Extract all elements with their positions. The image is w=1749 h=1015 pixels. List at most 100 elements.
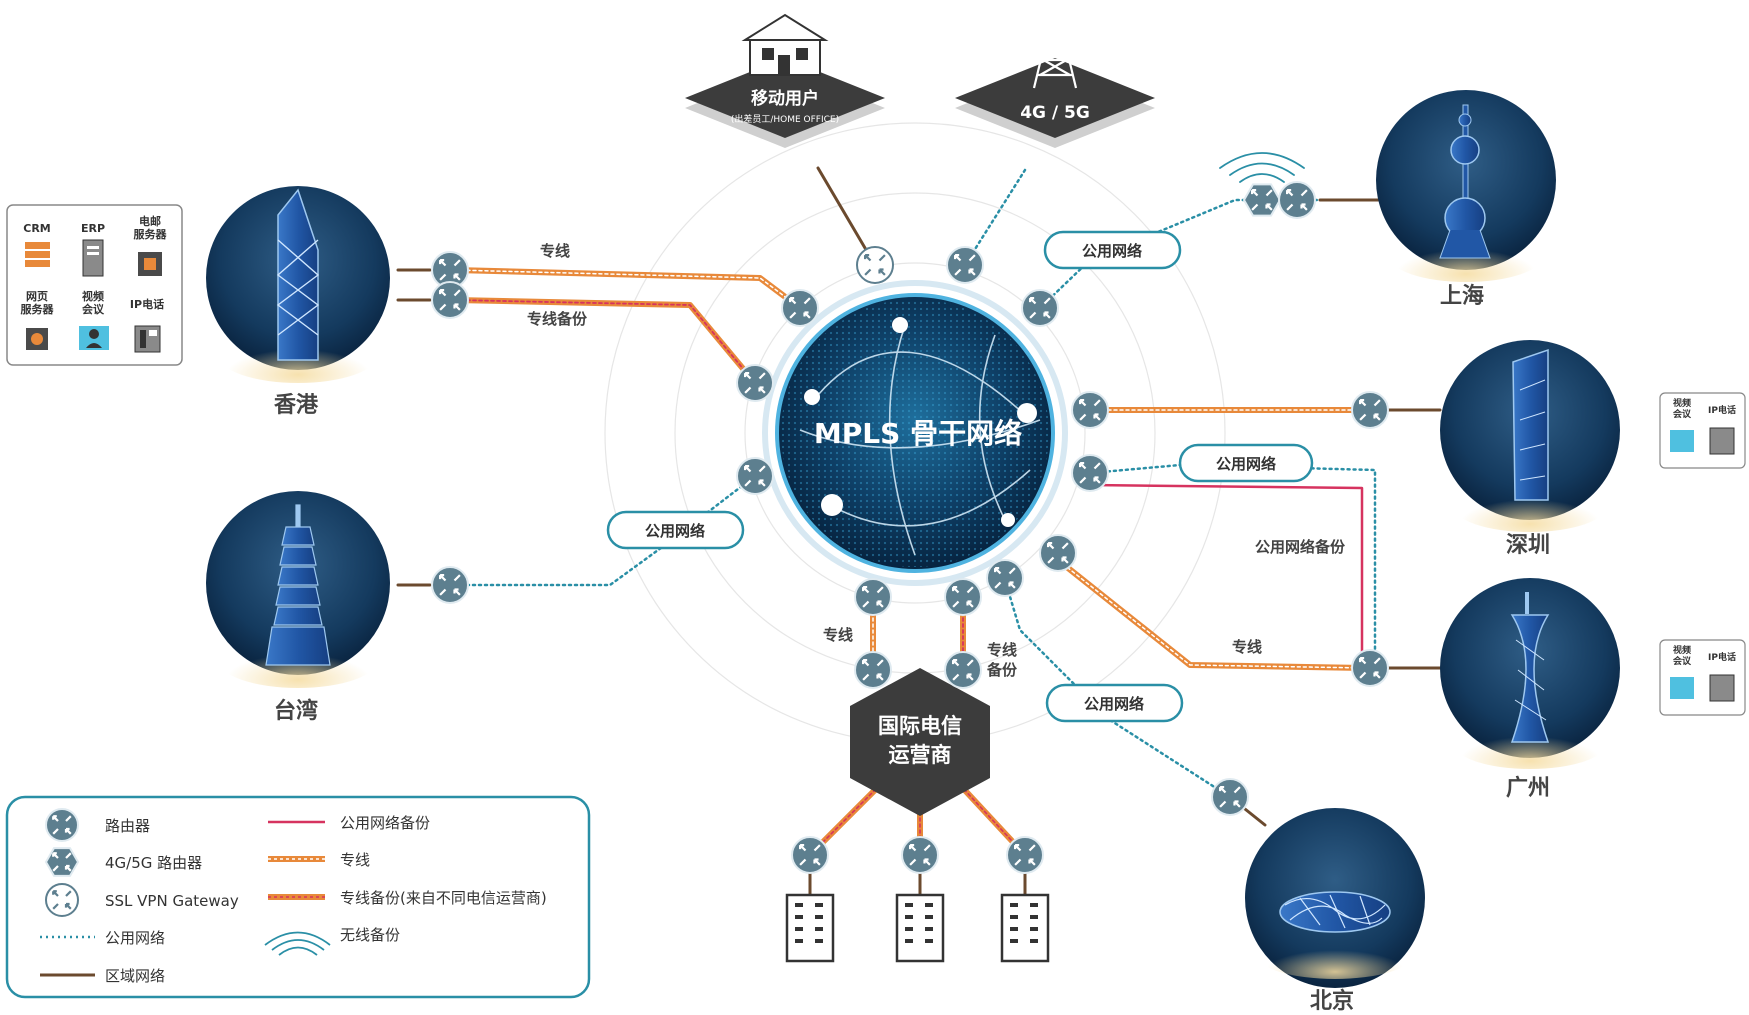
svc-web-label: 网页服务器 (21, 290, 55, 316)
public-net-pills: 公用网络 公用网络 公用网络 公用网络 (606, 230, 1314, 723)
label-backup-carrier: 专线备份 (986, 641, 1018, 679)
legend-router-4g5g: 4G/5G 路由器 (105, 854, 202, 872)
core-label: MPLS 骨干网络 (814, 417, 1022, 450)
svc-ipphone-label: IP电话 (130, 297, 164, 311)
ssl-vpn-gateway-icon (856, 246, 894, 284)
city-shanghai[interactable]: 上海 (1376, 90, 1556, 309)
label-hk-leased: 专线 (540, 242, 570, 260)
birds-nest-icon (1279, 891, 1391, 933)
taipei-101-icon (265, 504, 331, 666)
city-hongkong[interactable]: 香港 (206, 186, 390, 418)
city-label-taiwan: 台湾 (274, 698, 318, 724)
router-icon (736, 457, 774, 495)
svc-crm-label: CRM (23, 222, 51, 235)
svg-text:公用网络: 公用网络 (1084, 695, 1144, 713)
router-icon (431, 251, 469, 289)
city-taiwan[interactable]: 台湾 (206, 491, 390, 724)
router-icon (781, 289, 819, 327)
router-icon (1351, 391, 1389, 429)
mobile-users-title: 移动用户 (751, 88, 819, 109)
link-public-backup (1088, 483, 1364, 662)
legend-ssl-vpn: SSL VPN Gateway (105, 892, 239, 910)
legend-regional-net: 区域网络 (105, 967, 165, 985)
legend-leased: 专线 (340, 851, 370, 869)
hk-services-panel: CRM ERP 电邮服务器 网页服务器 视频会议 IP电话 (6, 204, 183, 366)
city-guangzhou[interactable]: 广州 (1440, 578, 1620, 801)
mpls-core[interactable]: MPLS 骨干网络 (762, 280, 1068, 586)
svg-text:公用网络: 公用网络 (645, 522, 705, 540)
building-icon (1000, 893, 1050, 963)
legend-wireless-backup: 无线备份 (340, 926, 400, 944)
city-label-beijing: 北京 (1310, 988, 1354, 1014)
mail-server-icon (138, 252, 162, 276)
link-4g-public (963, 168, 1027, 267)
link-hk-backup (452, 297, 758, 386)
svg-text:视频会议: 视频会议 (1673, 397, 1692, 420)
svc-erp-label: ERP (81, 222, 105, 235)
web-server-icon (26, 328, 48, 350)
pearl-tower-icon (1439, 104, 1491, 259)
router-icon (1071, 391, 1109, 429)
legend-router: 路由器 (105, 817, 150, 835)
router-icon (944, 578, 982, 616)
pill-public-shanghai: 公用网络 (1043, 230, 1182, 270)
office-buildings (785, 893, 1050, 963)
legend: 路由器 4G/5G 路由器 SSL VPN Gateway 公用网络 区域网络 … (5, 795, 591, 999)
router-icon (431, 566, 469, 604)
skyscraper-icon (1512, 348, 1549, 501)
city-label-shenzhen: 深圳 (1506, 533, 1550, 558)
mobile-users-node[interactable]: 移动用户 (出差员工/HOME OFFICE) (685, 13, 885, 148)
router-icon (1039, 534, 1077, 572)
router-icon (1351, 649, 1389, 687)
svc-video-label: 视频会议 (82, 289, 105, 316)
pill-public-beijing: 公用网络 (1045, 683, 1184, 723)
router-icon (431, 281, 469, 319)
gz-services-panel: 视频会议 IP电话 (1659, 639, 1746, 716)
router-icon (946, 246, 984, 284)
link-labels: 专线 专线备份 公用网络备份 专线 专线 专线备份 (527, 242, 1346, 679)
building-icon (895, 893, 945, 963)
router-icon (1211, 778, 1249, 816)
svg-text:视频会议: 视频会议 (1673, 644, 1692, 667)
label-hk-backup: 专线备份 (527, 310, 588, 328)
router-icon (1021, 289, 1059, 327)
router-icon (854, 578, 892, 616)
router-icon (944, 651, 982, 689)
label-leased-guangzhou: 专线 (1232, 638, 1262, 656)
sz-ipphone-label: IP电话 (1708, 404, 1736, 416)
routers (431, 181, 1389, 874)
svc-mail-label: 电邮服务器 (134, 214, 168, 241)
legend-public-backup: 公用网络备份 (340, 814, 430, 832)
pill-public-shenzhen: 公用网络 (1178, 443, 1314, 483)
video-conference-icon (79, 326, 109, 350)
city-shenzhen[interactable]: 深圳 (1440, 340, 1620, 558)
ssl-vpn-gateway-icon (45, 883, 79, 917)
cellular-node[interactable]: 4G / 5G (955, 14, 1155, 148)
server-icon (82, 239, 104, 277)
link-taiwan-public (453, 474, 757, 587)
legend-public-net: 公用网络 (105, 929, 165, 947)
svg-text:公用网络: 公用网络 (1216, 455, 1276, 473)
link-beijing-public (1003, 578, 1232, 799)
city-label-hongkong: 香港 (274, 393, 319, 418)
router-icon (736, 364, 774, 402)
gz-ipphone-label: IP电话 (1708, 651, 1736, 663)
router-icon (854, 651, 892, 689)
router-icon (45, 808, 79, 842)
city-beijing[interactable]: 北京 (1245, 808, 1425, 1014)
sz-services-panel: 视频会议 IP电话 (1659, 392, 1746, 469)
house-icon (741, 13, 829, 76)
wireless-arcs (1219, 152, 1305, 183)
carrier-node[interactable]: 国际电信 运营商 (850, 668, 990, 816)
label-leased-carrier: 专线 (823, 626, 853, 644)
video-conference-icon (1670, 677, 1694, 699)
svg-text:公用网络: 公用网络 (1082, 242, 1142, 260)
building-icon (785, 893, 835, 963)
ip-phone-icon (1709, 427, 1735, 455)
legend-leased-backup: 专线备份(来自不同电信运营商) (340, 889, 547, 907)
carrier-line2: 运营商 (889, 743, 952, 767)
router-icon (791, 836, 829, 874)
pill-public-taiwan: 公用网络 (606, 510, 745, 550)
router-4g5g-icon (1242, 183, 1282, 217)
